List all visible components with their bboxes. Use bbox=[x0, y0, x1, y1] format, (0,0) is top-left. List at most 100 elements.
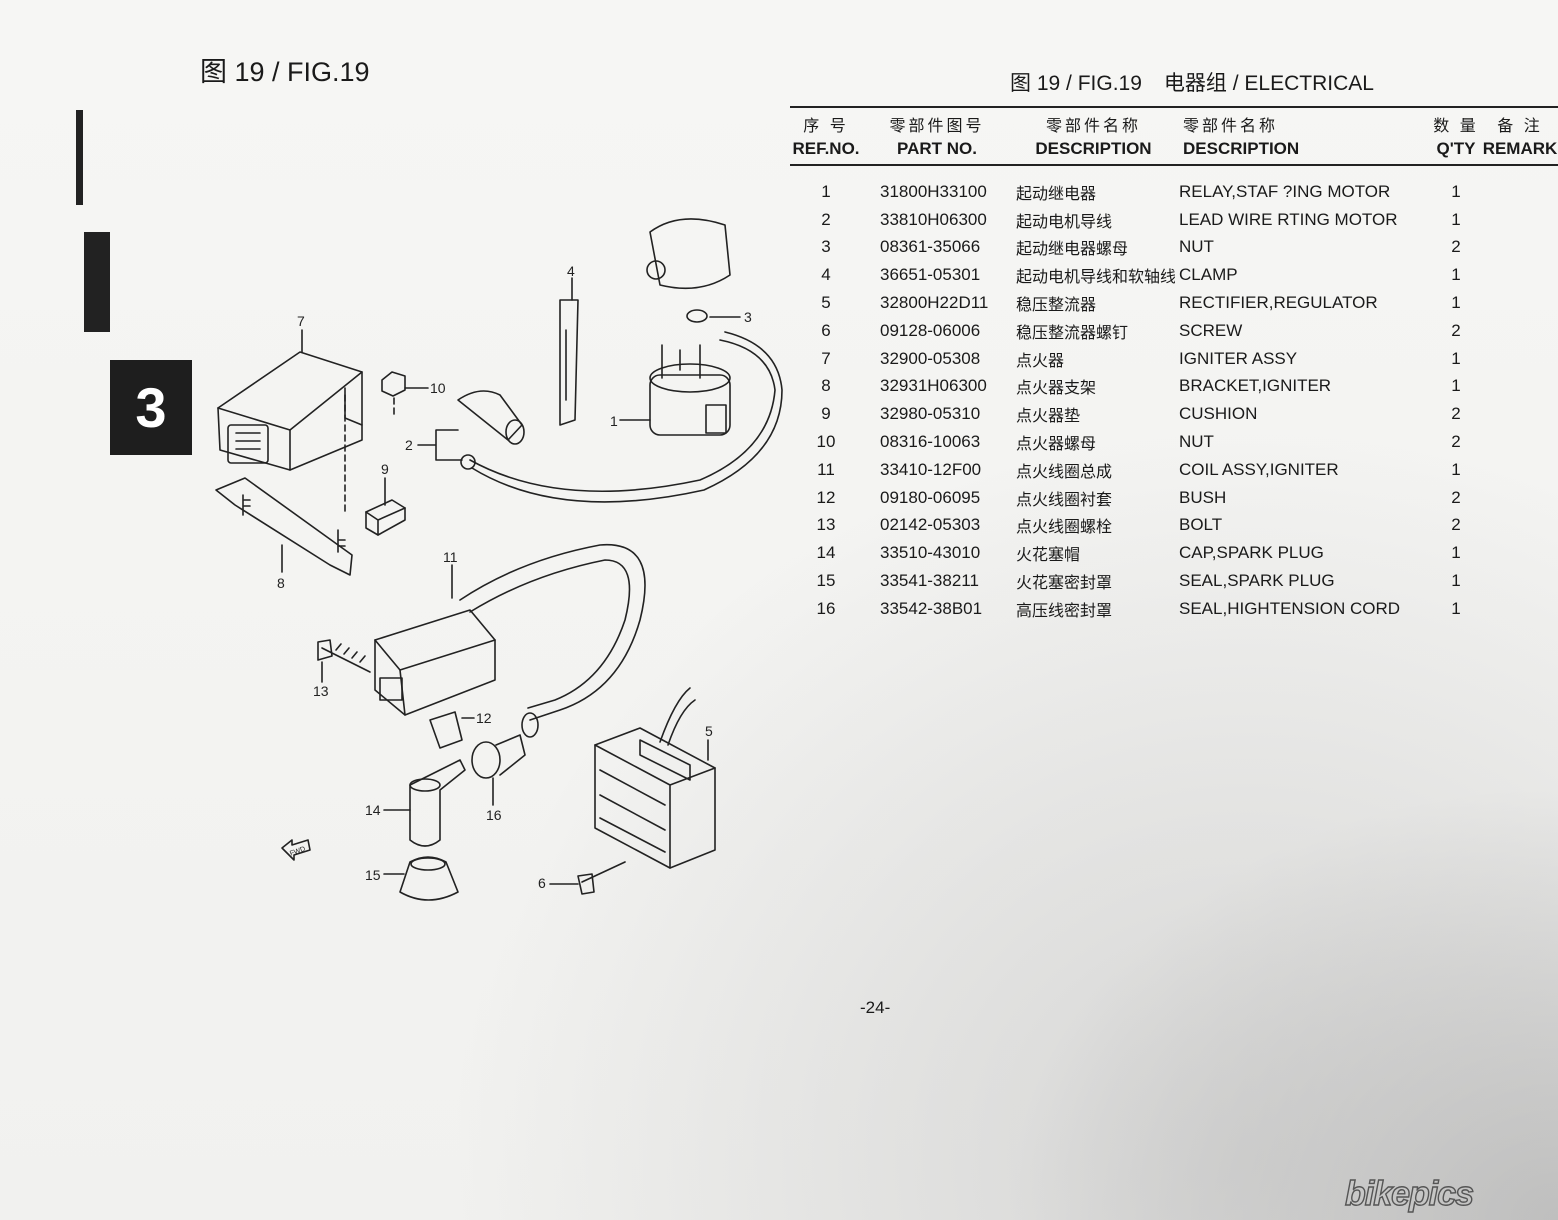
description-cn-cell: 起动电机导线和软轴线夹 bbox=[1016, 269, 1175, 287]
qty-cell: 2 bbox=[1451, 320, 1461, 340]
description-cn-cell: 起动电机导线 bbox=[1016, 213, 1113, 231]
callout-9: 9 bbox=[381, 461, 389, 477]
qty-cell: 2 bbox=[1451, 432, 1461, 452]
callout-13: 13 bbox=[313, 683, 329, 699]
description-en-cell: CLAMP bbox=[1179, 265, 1238, 285]
qty-cell: 1 bbox=[1451, 543, 1461, 563]
callout-2: 2 bbox=[405, 437, 413, 453]
description-en-cell: SEAL,HIGHTENSION CORD bbox=[1179, 598, 1401, 618]
lead-wire-part bbox=[457, 331, 783, 503]
part-no-cell: 32900-05308 bbox=[880, 348, 981, 368]
ref-cell: 6 bbox=[821, 320, 831, 340]
description-cn-cell: 起动继电器螺母 bbox=[1016, 241, 1129, 259]
ref-cell: 15 bbox=[816, 571, 836, 591]
watermark-logo: bikepics bbox=[1344, 1174, 1474, 1213]
qty-cell: 1 bbox=[1451, 376, 1461, 396]
ref-cell: 3 bbox=[821, 237, 831, 257]
part-no-cell: 31800H33100 bbox=[880, 181, 987, 201]
ref-cell: 5 bbox=[821, 293, 831, 313]
part-no-cell: 09180-06095 bbox=[880, 487, 981, 507]
ignition-coil-part bbox=[374, 543, 646, 738]
description-en-cell: RECTIFIER,REGULATOR bbox=[1179, 293, 1378, 313]
part-no-cell: 09128-06006 bbox=[880, 320, 981, 340]
description-cn-cell: 稳压整流器螺钉 bbox=[1016, 324, 1129, 342]
description-en-cell: BRACKET,IGNITER bbox=[1179, 376, 1332, 396]
table-row: 9 32980-05310 点火器垫 CUSHION 2 bbox=[790, 400, 1558, 428]
table-title-fig: 图 19 / FIG.19 bbox=[1010, 72, 1142, 95]
qty-cell: 1 bbox=[1451, 181, 1461, 201]
part-no-cell: 33510-43010 bbox=[880, 543, 981, 563]
part-no-cell: 32931H06300 bbox=[880, 376, 987, 396]
description-cn-cell: 点火器垫 bbox=[1016, 408, 1081, 426]
callout-6: 6 bbox=[538, 875, 546, 891]
description-cn-cell: 火花塞密封罩 bbox=[1016, 575, 1113, 593]
qty-cell: 1 bbox=[1451, 598, 1461, 618]
callout-3: 3 bbox=[744, 309, 752, 325]
part-no-cell: 33410-12F00 bbox=[880, 459, 982, 479]
callout-10: 10 bbox=[430, 380, 446, 396]
part-no-cell: 33541-38211 bbox=[880, 571, 979, 591]
qty-cell: 1 bbox=[1451, 571, 1461, 591]
qty-cell: 1 bbox=[1451, 459, 1461, 479]
bush-12 bbox=[429, 711, 463, 749]
description-en-cell: IGNITER ASSY bbox=[1179, 348, 1298, 368]
ref-cell: 1 bbox=[821, 181, 831, 201]
ref-cell: 9 bbox=[821, 404, 831, 424]
igniter-part bbox=[217, 351, 363, 471]
description-cn-cell: 高压线密封罩 bbox=[1016, 602, 1113, 620]
description-en-cell: CAP,SPARK PLUG bbox=[1179, 543, 1324, 563]
table-row: 6 09128-06006 稳压整流器螺钉 SCREW 2 bbox=[790, 317, 1558, 345]
description-cn-cell: 点火器支架 bbox=[1016, 380, 1097, 398]
bracket-part bbox=[215, 477, 353, 576]
ref-cell: 8 bbox=[821, 376, 831, 396]
part-no-cell: 08361-35066 bbox=[880, 237, 981, 257]
page-number: -24- bbox=[860, 998, 891, 1017]
clamp-part bbox=[559, 299, 579, 426]
callout-1: 1 bbox=[610, 413, 618, 429]
callout-16: 16 bbox=[486, 807, 502, 823]
ref-cell: 4 bbox=[821, 265, 831, 285]
callout-4: 4 bbox=[567, 263, 575, 279]
ref-cell: 13 bbox=[816, 515, 836, 535]
description-en-cell: NUT bbox=[1179, 432, 1214, 452]
description-cn-cell: 稳压整流器 bbox=[1016, 297, 1097, 315]
ref-cell: 16 bbox=[816, 598, 836, 618]
ref-cell: 10 bbox=[816, 432, 836, 452]
description-cn-cell: 点火器 bbox=[1016, 352, 1065, 370]
fwd-label: FWD bbox=[289, 846, 306, 858]
description-en-cell: CUSHION bbox=[1179, 404, 1258, 424]
description-en-cell: COIL ASSY,IGNITER bbox=[1179, 459, 1339, 479]
qty-cell: 1 bbox=[1451, 209, 1461, 229]
nut-10 bbox=[381, 371, 406, 397]
figure-title: 图 19 / FIG.19 bbox=[200, 57, 370, 87]
description-en-cell: SEAL,SPARK PLUG bbox=[1179, 571, 1335, 591]
callout-numbers: 1 2 3 4 5 6 7 8 9 10 11 12 13 14 15 16 F… bbox=[277, 263, 752, 891]
spark-plug-cap bbox=[409, 759, 466, 847]
regulator-part bbox=[594, 687, 716, 869]
description-en-cell: SCREW bbox=[1179, 320, 1243, 340]
margin-mark-middle bbox=[84, 232, 110, 332]
ref-cell: 14 bbox=[816, 543, 836, 563]
description-cn-cell: 火花塞帽 bbox=[1016, 547, 1081, 565]
part-no-cell: 32980-05310 bbox=[880, 404, 981, 424]
callout-8: 8 bbox=[277, 575, 285, 591]
fwd-arrow-icon bbox=[281, 839, 311, 861]
qty-cell: 2 bbox=[1451, 404, 1461, 424]
ref-cell: 7 bbox=[821, 348, 831, 368]
qty-cell: 1 bbox=[1451, 293, 1461, 313]
seal-cord-16 bbox=[471, 741, 501, 779]
section-tab: 3 bbox=[110, 360, 192, 455]
